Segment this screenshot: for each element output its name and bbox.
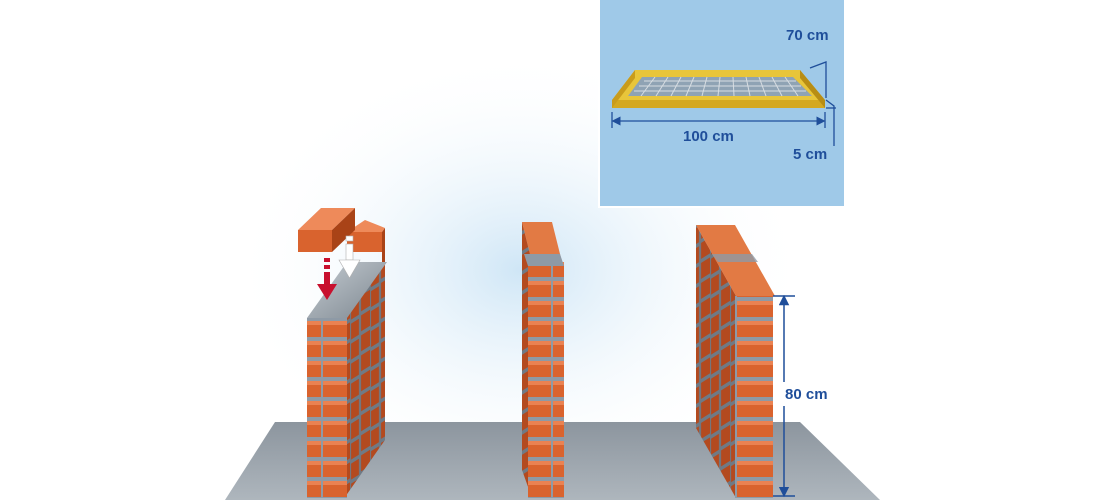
placement-arrow-white [338, 235, 361, 279]
placement-arrow-red [317, 258, 337, 300]
brick-wall-middle [522, 222, 564, 498]
inset-length-label: 100 cm [683, 128, 734, 145]
height-dimension: 80 cm [773, 294, 840, 498]
inset-thickness-label: 5 cm [793, 146, 827, 163]
inset-width-label: 70 cm [786, 27, 829, 44]
brick-wall-right [696, 225, 775, 498]
height-label: 80 cm [785, 386, 828, 403]
brick-wall-left [307, 220, 387, 498]
inset-dimensions [611, 61, 836, 146]
frame-inset: 70 cm 100 cm 5 cm [598, 0, 844, 208]
falling-brick [298, 208, 355, 252]
reinforcement-frame [612, 70, 825, 108]
